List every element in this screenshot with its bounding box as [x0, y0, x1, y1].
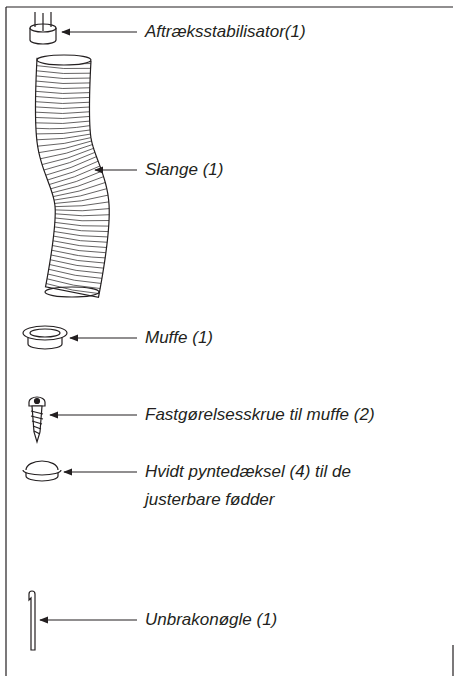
- part-label: Muffe (1): [145, 324, 213, 352]
- hose-outline: [35, 58, 109, 297]
- part-label: Fastgørelsesskrue til muffe (2): [145, 401, 375, 429]
- draft-stabilizer: [30, 12, 56, 44]
- leader-arrows: [40, 32, 137, 620]
- screw: [29, 397, 45, 442]
- frame: [6, 7, 453, 676]
- part-label: Aftræksstabilisator(1): [145, 18, 306, 46]
- part-label: Slange (1): [145, 156, 223, 184]
- hose-ridges: [35, 60, 109, 293]
- hose: [35, 55, 109, 297]
- decorative-cap: [23, 461, 61, 481]
- part-label: Hvidt pyntedæksel (4) til de justerbare …: [145, 458, 357, 514]
- sleeve: [23, 326, 67, 349]
- hose-end: [45, 287, 99, 297]
- hose-end: [37, 55, 91, 65]
- part-label: Unbrakonøgle (1): [145, 606, 277, 634]
- hex-key: [29, 591, 35, 650]
